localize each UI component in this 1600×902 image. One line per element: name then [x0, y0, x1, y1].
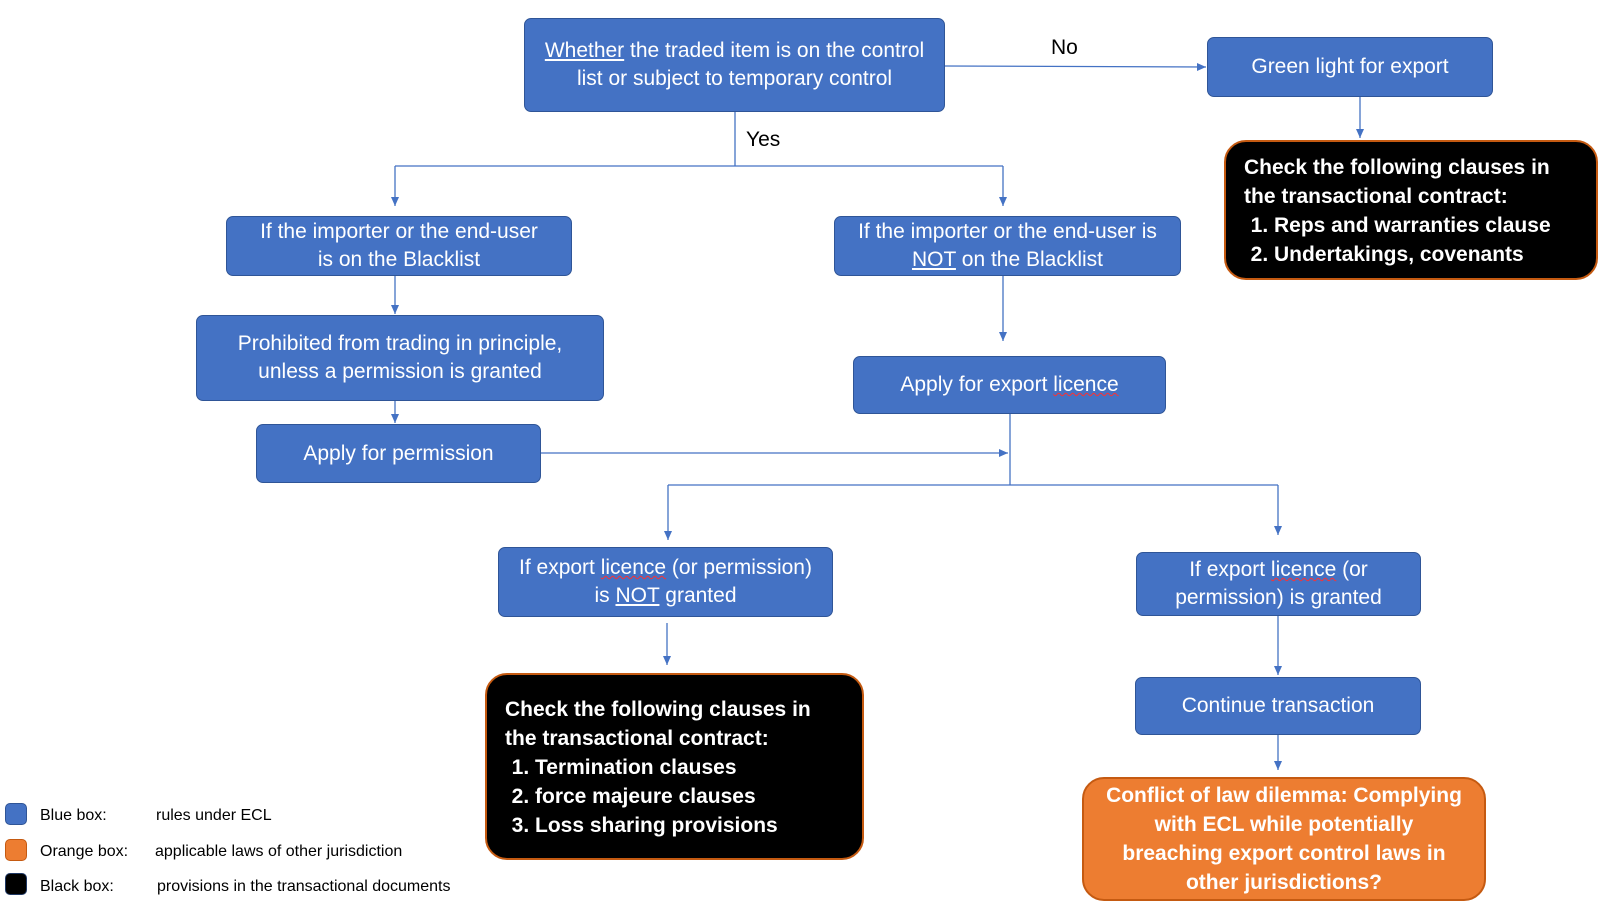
apply-export-licence-text: Apply for export licence	[900, 373, 1119, 396]
legend-key: Orange box:	[40, 843, 129, 860]
decision-control-list-box: Whether the traded item is on the contro…	[524, 18, 945, 112]
blacklist-yes-box: If the importer or the end-user is on th…	[226, 216, 572, 276]
green-light-box: Green light for export	[1207, 37, 1493, 97]
apply-permission-box: Apply for permission	[256, 424, 541, 483]
legend-value: provisions in the transactional document…	[157, 878, 451, 895]
apply-permission-text: Apply for permission	[303, 441, 494, 465]
legend-key: Blue box:	[40, 807, 107, 824]
check-clauses-heading: Check the following clauses in the trans…	[505, 698, 811, 750]
continue-transaction-box: Continue transaction	[1135, 677, 1421, 735]
clause-item: force majeure clauses	[535, 782, 848, 811]
clause-item: Loss sharing provisions	[535, 811, 848, 840]
decision-text: Whether the traded item is on the contro…	[544, 39, 925, 90]
licence-not-granted-box: If export licence (or permission) is NOT…	[498, 547, 833, 617]
no-label: No	[1051, 36, 1078, 59]
legend-swatch-black	[5, 873, 27, 895]
clause-item: Reps and warranties clause	[1274, 211, 1582, 240]
conflict-of-law-box: Conflict of law dilemma: Complying with …	[1082, 777, 1486, 901]
legend-swatch-orange	[5, 839, 27, 861]
licence-granted-box: If export licence (or permission) is gra…	[1136, 552, 1421, 616]
continue-transaction-text: Continue transaction	[1181, 694, 1375, 717]
clause-item: Undertakings, covenants	[1274, 240, 1582, 269]
blacklist-yes-text: If the importer or the end-user is on th…	[260, 220, 538, 271]
legend-value: applicable laws of other jurisdiction	[155, 843, 403, 860]
check-clauses-box-no-branch: Check the following clauses in the trans…	[1224, 140, 1598, 280]
clause-item: Termination clauses	[535, 753, 848, 782]
prohibited-text: Prohibited from trading in principle, un…	[237, 332, 563, 383]
yes-label: Yes	[746, 128, 781, 151]
legend-value: rules under ECL	[156, 807, 272, 824]
legend-swatch-blue	[5, 803, 27, 825]
apply-export-licence-box: Apply for export licence	[853, 356, 1166, 414]
check-clauses-heading: Check the following clauses in the trans…	[1244, 156, 1550, 208]
licence-granted-text: If export licence (or permission) is gra…	[1175, 558, 1382, 609]
licence-not-granted-text: If export licence (or permission) is NOT…	[519, 556, 812, 607]
legend-key: Black box:	[40, 878, 114, 895]
conflict-text: Conflict of law dilemma: Complying with …	[1106, 784, 1462, 894]
prohibited-box: Prohibited from trading in principle, un…	[196, 315, 604, 401]
blacklist-not-box: If the importer or the end-user is NOT o…	[834, 216, 1181, 276]
green-light-text: Green light for export	[1251, 55, 1449, 78]
arrow-no-to-green-light	[944, 62, 1207, 71]
blacklist-not-text: If the importer or the end-user is NOT o…	[858, 220, 1157, 271]
check-clauses-box-not-granted: Check the following clauses in the trans…	[485, 673, 864, 860]
